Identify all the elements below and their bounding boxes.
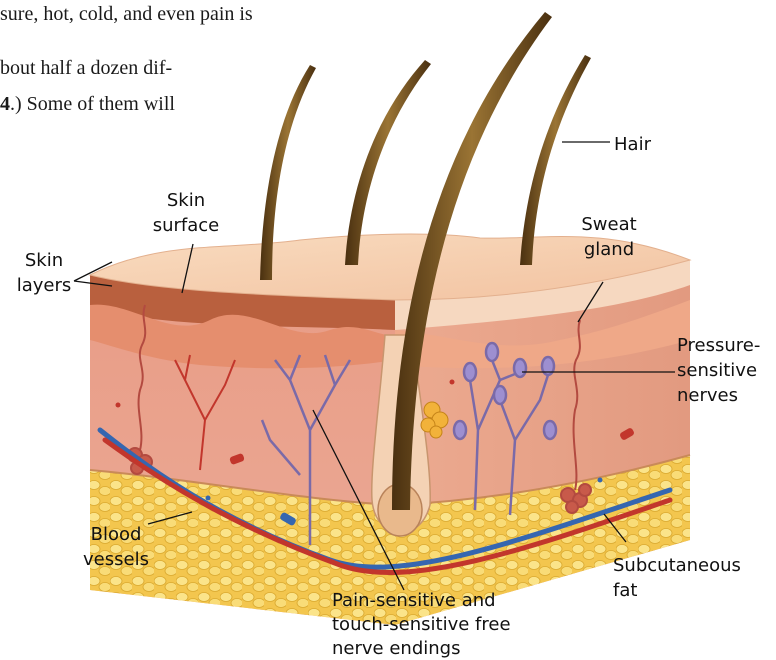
label-skin-surface-1: Skin — [167, 190, 205, 211]
label-skin-layers-2: layers — [17, 275, 72, 296]
label-hair: Hair — [614, 134, 652, 155]
label-sweat-gland-2: gland — [584, 239, 634, 260]
label-pain-2: touch-sensitive free — [332, 614, 511, 635]
label-sweat-gland-1: Sweat — [581, 214, 636, 235]
label-pressure-2: sensitive — [677, 360, 757, 381]
label-blood-vessels-1: Blood — [91, 524, 142, 545]
label-skin-surface-2: surface — [153, 215, 220, 236]
label-pain-3: nerve endings — [332, 638, 460, 659]
label-skin-layers-1: Skin — [25, 250, 63, 271]
label-subcutaneous-1: Subcutaneous — [613, 555, 741, 576]
label-blood-vessels-2: vessels — [83, 549, 149, 570]
label-pain-1: Pain-sensitive and — [332, 590, 496, 611]
label-pressure-3: nerves — [677, 385, 738, 406]
label-subcutaneous-2: fat — [613, 580, 637, 601]
label-pressure-1: Pressure- — [677, 335, 760, 356]
